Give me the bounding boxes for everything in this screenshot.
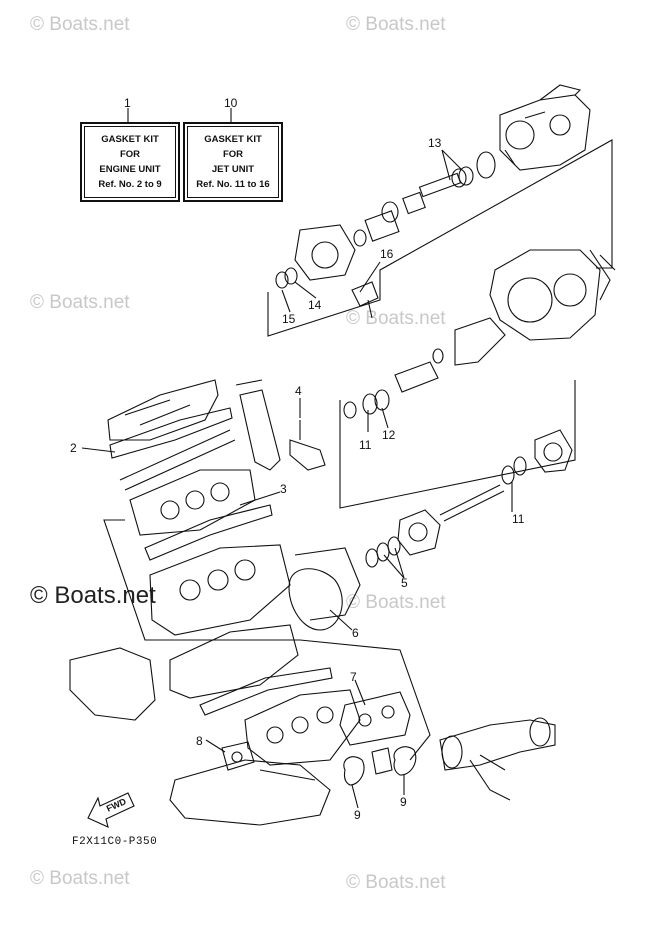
- engine-kit-line1: GASKET KIT FOR: [101, 134, 159, 160]
- ref-10: 10: [224, 96, 238, 110]
- engine-kit-line3: Ref. No. 2 to 9: [98, 179, 162, 190]
- jet-nozzle-housing: [499, 84, 591, 171]
- ref-11: 11: [512, 512, 525, 526]
- exhaust-manifold: [244, 689, 361, 766]
- ref-13: 13: [428, 136, 442, 150]
- engine-kit-line2: ENGINE UNIT: [99, 164, 161, 175]
- jet-gasket-kit-label: GASKET KIT FOR JET UNIT Ref. No. 11 to 1…: [183, 122, 283, 202]
- valve-cover: [107, 379, 219, 441]
- forward-arrow-icon: [87, 792, 135, 828]
- jet-kit-line2: JET UNIT: [211, 164, 255, 175]
- ref-7: 7: [350, 670, 357, 684]
- ref-9: 9: [354, 808, 361, 822]
- ref-3: 3: [280, 482, 287, 496]
- exhaust-pipe: [169, 759, 331, 826]
- jet-pump-body: [489, 249, 616, 341]
- ref-2: 2: [70, 441, 77, 455]
- engine-gasket-kit-label: GASKET KIT FOR ENGINE UNIT Ref. No. 2 to…: [80, 122, 180, 202]
- ref-5: 5: [401, 576, 408, 590]
- cylinder-block: [149, 544, 291, 636]
- watermark: © Boats.net: [30, 582, 156, 609]
- ref-11: 11: [359, 438, 372, 452]
- watermark: © Boats.net: [30, 292, 130, 313]
- ref-6: 6: [352, 626, 359, 640]
- ref-1: 1: [124, 96, 131, 110]
- jet-kit-line3: Ref. No. 11 to 16: [196, 179, 270, 190]
- watermark: © Boats.net: [346, 592, 446, 613]
- watermark: © Boats.net: [30, 14, 130, 35]
- diagram-code: F2X11C0-P350: [72, 836, 158, 848]
- ref-15: 15: [282, 312, 296, 326]
- watermark: © Boats.net: [30, 868, 130, 889]
- ref-9: 9: [400, 795, 407, 809]
- ref-8: 8: [196, 734, 203, 748]
- ref-4: 4: [295, 384, 302, 398]
- watermark: © Boats.net: [346, 872, 446, 893]
- ref-12: 12: [382, 428, 396, 442]
- jet-kit-line1: GASKET KIT FOR: [204, 134, 262, 160]
- watermark: © Boats.net: [346, 14, 446, 35]
- ref-14: 14: [308, 298, 322, 312]
- ref-16: 16: [380, 247, 394, 261]
